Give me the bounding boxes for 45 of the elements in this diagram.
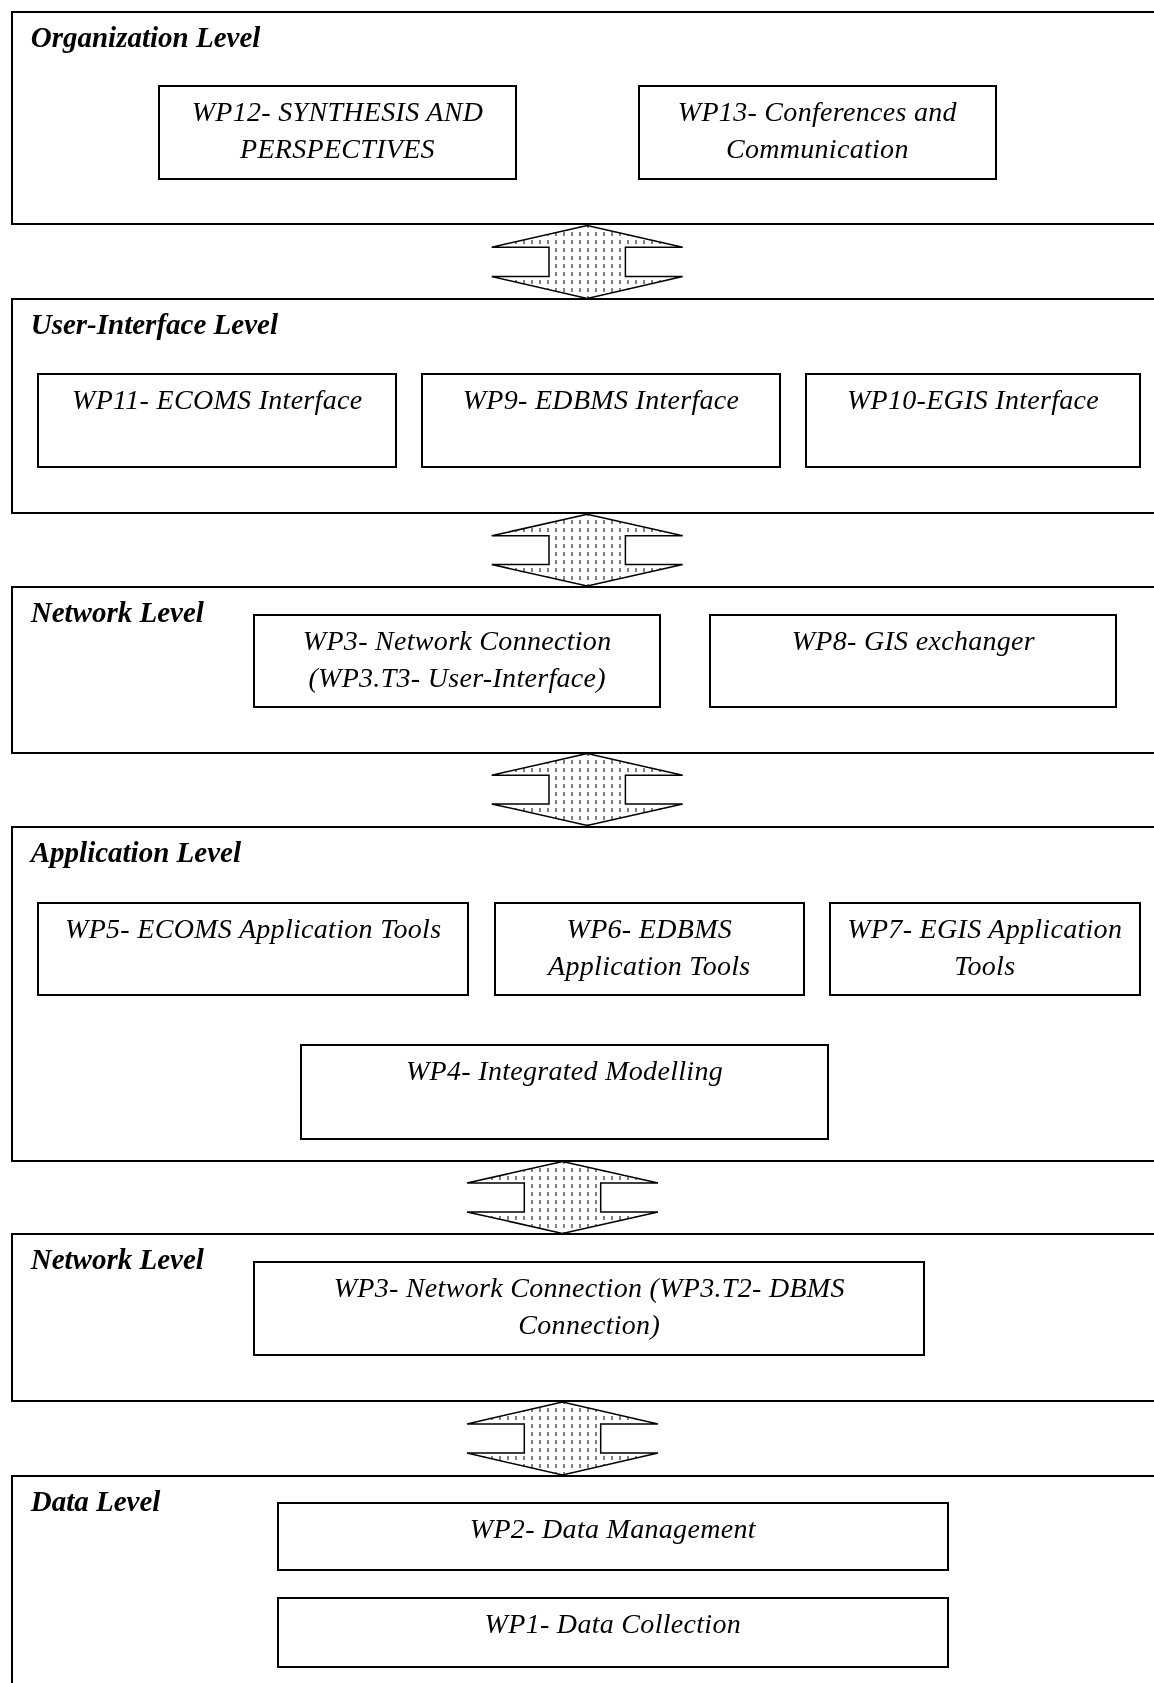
work-package-box	[253, 1261, 926, 1356]
work-package-label: WP9- EDBMS Interface	[461, 383, 741, 418]
level-title: Application Level	[30, 835, 241, 869]
work-package-box	[276, 1597, 949, 1669]
work-package-label: WP5- ECOMS Application Tools	[64, 911, 443, 946]
double-block-arrow	[490, 224, 684, 300]
level-title: Network Level	[30, 596, 204, 630]
work-package-label: WP2- Data Management	[468, 1511, 757, 1546]
work-package-label: WP11- ECOMS Interface	[71, 383, 364, 418]
level-panel	[10, 10, 1154, 226]
level-panel	[10, 1474, 1154, 1683]
work-package-box	[37, 901, 469, 996]
level-title: User-Interface Level	[30, 308, 278, 342]
double-block-arrow	[490, 513, 684, 587]
work-package-box	[709, 613, 1118, 709]
work-package-label: WP10-EGIS Interface	[845, 383, 1101, 418]
work-package-box	[300, 1044, 829, 1140]
work-package-box	[637, 84, 998, 181]
work-package-box	[420, 373, 782, 468]
work-package-label: WP13- Conferences and Communication	[676, 94, 958, 166]
work-package-label: WP8- GIS exchanger	[790, 623, 1037, 658]
work-package-box	[828, 901, 1141, 996]
double-block-arrow	[466, 1160, 659, 1235]
level-panel	[10, 586, 1154, 754]
work-package-box	[253, 613, 662, 709]
work-package-box	[157, 84, 518, 181]
level-title: Data Level	[30, 1484, 161, 1518]
level-title: Network Level	[30, 1243, 204, 1277]
work-package-label: WP6- EDBMS Application Tools	[545, 911, 752, 983]
level-panel	[10, 1233, 1154, 1402]
work-package-box	[276, 1501, 949, 1572]
work-package-label: WP3- Network Connection (WP3.T3- User-Interface)	[301, 623, 613, 695]
work-package-label: WP3- Network Connection (WP3.T2- DBMS Connection)	[332, 1271, 846, 1343]
work-package-label: WP4- Integrated Modelling	[405, 1054, 724, 1089]
work-package-box	[493, 901, 805, 996]
level-panel	[10, 825, 1154, 1162]
work-package-box	[804, 373, 1141, 468]
level-panel	[10, 298, 1154, 515]
work-package-label: WP12- SYNTHESIS AND PERSPECTIVES	[190, 94, 485, 166]
double-block-arrow	[466, 1401, 659, 1476]
double-block-arrow	[490, 752, 684, 827]
work-package-label: WP1- Data Collection	[483, 1607, 742, 1642]
work-package-box	[37, 373, 398, 468]
level-title: Organization Level	[30, 20, 261, 54]
work-package-label: WP7- EGIS Application Tools	[846, 911, 1124, 983]
